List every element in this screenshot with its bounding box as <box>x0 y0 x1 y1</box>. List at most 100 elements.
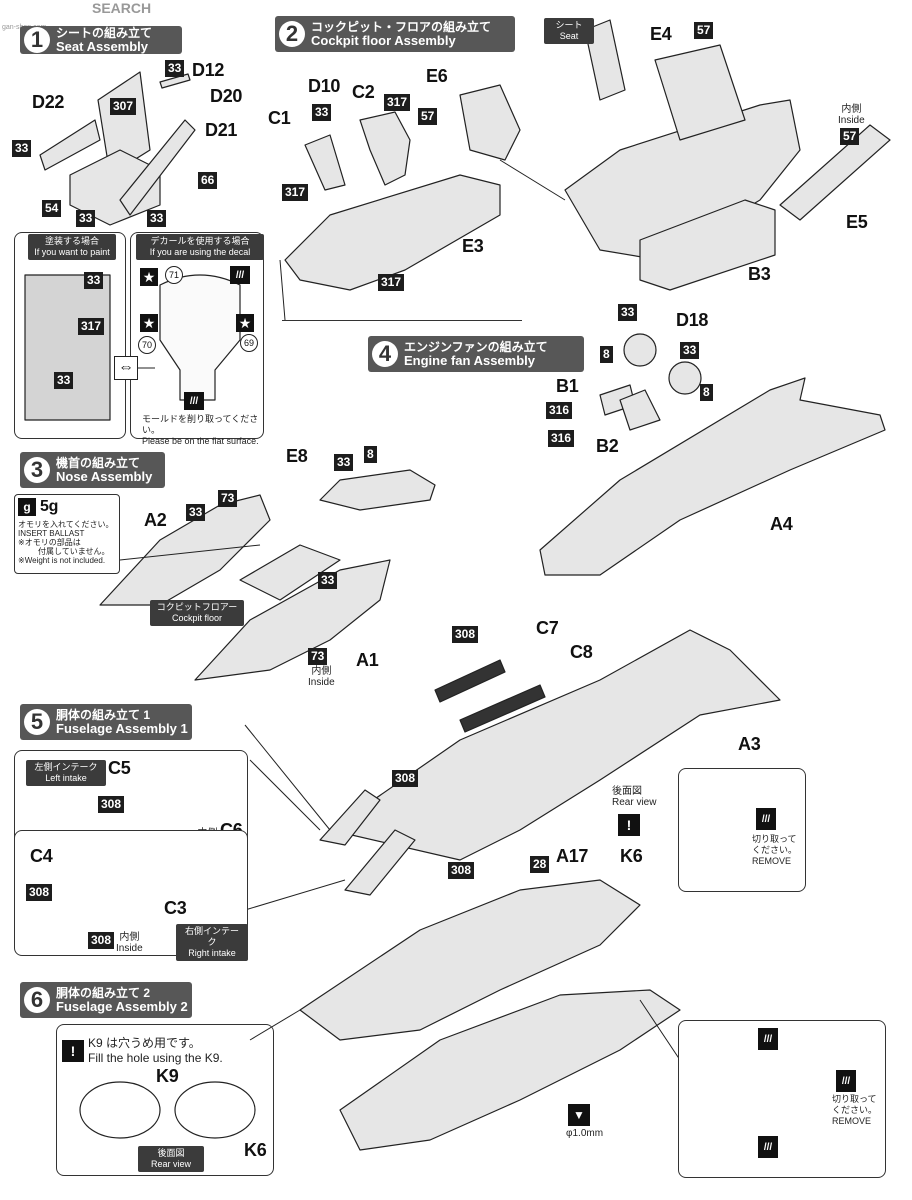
remove-note: 切り取って ください。 REMOVE <box>832 1094 877 1127</box>
color-badge: 308 <box>392 770 419 787</box>
step-5-number: 5 <box>24 709 50 735</box>
color-badge: 73 <box>308 648 328 665</box>
right-intake-en: Right intake <box>188 948 236 958</box>
step-1-header: 1 シートの組み立て Seat Assembly <box>20 26 182 54</box>
paint-option-tag: 塗装する場合 If you want to paint <box>28 234 116 260</box>
nose-upper-art <box>99 494 271 606</box>
remove-jp1: 切り取って <box>752 834 797 844</box>
color-badge: 33 <box>12 140 32 157</box>
part-label: D12 <box>192 60 225 80</box>
color-badge: 316 <box>548 430 575 447</box>
cockpit-floor-tag: コクピットフロアー Cockpit floor <box>150 600 244 626</box>
rear-view-tag: 後面図 Rear view <box>138 1146 204 1172</box>
inside-en: Inside <box>116 943 143 954</box>
seat-back-part <box>97 71 151 176</box>
mold-note-jp: モールドを削り取ってください。 <box>142 414 259 435</box>
step-6-title-en: Fuselage Assembly 2 <box>56 999 188 1014</box>
part-label: C7 <box>536 618 559 638</box>
remove-jp2: ください。 <box>832 1105 878 1115</box>
star-decal-icon: ★ <box>236 314 254 332</box>
cockpit-floor-jp: コクピットフロアー <box>156 602 238 612</box>
star-decal-icon: ★ <box>140 268 158 286</box>
ballast-en: INSERT BALLAST <box>18 529 85 538</box>
right-intake-tag: 右側インテーク Right intake <box>176 924 248 961</box>
color-badge: 317 <box>378 274 405 291</box>
color-badge: 57 <box>418 108 438 125</box>
color-badge: 8 <box>364 446 377 463</box>
inside-label: 内側 Inside <box>116 932 143 954</box>
glue-icon: ! <box>618 814 640 836</box>
part-label: C2 <box>352 82 375 102</box>
step-2-number: 2 <box>279 21 305 47</box>
step-4-header: 4 エンジンファンの組み立て Engine fan Assembly <box>368 336 584 372</box>
part-label: B2 <box>596 436 619 456</box>
decal-option-en: If you are using the decal <box>149 247 251 257</box>
rear-view-en: Rear view <box>612 797 657 808</box>
part-label: E5 <box>846 212 868 232</box>
e5-panel-art <box>779 124 891 221</box>
cut-icon: /// <box>758 1136 778 1158</box>
inside-en: Inside <box>838 115 865 126</box>
fan-2 <box>668 361 702 395</box>
nose-lower-art <box>194 559 391 681</box>
seat-tag-jp: シート <box>555 20 583 30</box>
color-badge: 308 <box>98 796 125 813</box>
color-badge: 33 <box>84 272 104 289</box>
part-label: C5 <box>108 758 131 778</box>
color-badge: 54 <box>42 200 62 217</box>
ballast-jp3: 付属していません。 <box>38 547 110 556</box>
color-badge: 28 <box>530 856 550 873</box>
upper-fuselage-art <box>299 879 641 1041</box>
step-2-header: 2 コックピット・フロアの組み立て Cockpit floor Assembly <box>275 16 515 52</box>
b3-block-art <box>639 199 776 291</box>
watermark-logo: SEARCH <box>0 0 160 18</box>
intake-right-art <box>344 829 416 896</box>
color-badge: 33 <box>186 504 206 521</box>
ballast-jp: オモリを入れてください。 <box>18 520 114 529</box>
color-badge: 308 <box>452 626 479 643</box>
part-label: D21 <box>205 120 238 140</box>
part-label: D18 <box>676 310 709 330</box>
cut-icon: /// <box>836 1070 856 1092</box>
fan-1 <box>623 333 657 367</box>
rear-view-jp: 後面図 <box>612 786 642 797</box>
step-3-title-jp: 機首の組み立て <box>56 456 141 470</box>
remove-detail-box-1 <box>678 768 806 892</box>
k9-ring-left <box>79 1081 161 1139</box>
color-badge: 316 <box>546 402 573 419</box>
cockpit-floor-mini <box>239 544 341 601</box>
remove-en: REMOVE <box>752 856 792 866</box>
decal-stripe-icon: /// <box>230 266 250 284</box>
star-decal-icon: ★ <box>140 314 158 332</box>
part-label: E8 <box>286 446 308 466</box>
decal-option-tag: デカールを使用する場合 If you are using the decal <box>136 234 264 260</box>
part-label: C3 <box>164 898 187 918</box>
step-1-number: 1 <box>24 27 50 53</box>
paint-option-jp: 塗装する場合 <box>44 236 99 246</box>
step-3-number: 3 <box>24 457 50 483</box>
swap-arrow-icon: ⇔ <box>114 356 138 380</box>
part-label: D20 <box>210 86 243 106</box>
step-4-number: 4 <box>372 341 398 367</box>
part-label: E3 <box>462 236 484 256</box>
inside-jp: 内側 <box>841 104 862 115</box>
right-intake-jp: 右側インテーク <box>184 926 239 947</box>
step-6-header: 6 胴体の組み立て 2 Fuselage Assembly 2 <box>20 982 192 1018</box>
part-label: K6 <box>620 846 643 866</box>
color-badge: 8 <box>600 346 613 363</box>
color-badge: 308 <box>448 862 475 879</box>
drill-icon: ▼ <box>568 1104 590 1126</box>
c7-intake-plate <box>434 659 506 703</box>
decal-number: 69 <box>240 334 258 352</box>
ballast-weight: 5g <box>40 498 59 515</box>
step-2-title-jp: コックピット・フロアの組み立て <box>311 20 492 34</box>
a3-fuselage-art <box>329 629 781 861</box>
part-label: A3 <box>738 734 761 754</box>
decal-option-jp: デカールを使用する場合 <box>150 236 250 246</box>
e6-part-art <box>459 84 521 161</box>
remove-jp1: 切り取って <box>832 1094 877 1104</box>
decal-number: 70 <box>138 336 156 354</box>
part-label: K6 <box>244 1140 267 1160</box>
step-6-number: 6 <box>24 987 50 1013</box>
rear-view-jp: 後面図 <box>157 1148 185 1158</box>
